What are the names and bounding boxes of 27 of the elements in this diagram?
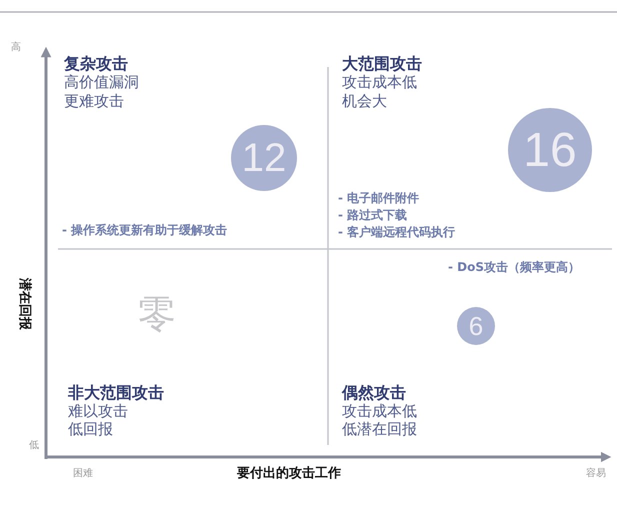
axis-title: 潜在回报: [16, 278, 31, 330]
count-circle: 6: [457, 307, 495, 345]
quadrant-heading: 非大范围攻击: [68, 384, 164, 402]
count-circle: 12: [231, 125, 297, 191]
quadrant-text: 更难攻击: [64, 93, 124, 110]
quadrant-text: 高价值漏洞: [64, 74, 139, 92]
scale-label: 低: [29, 440, 39, 452]
count-circle: 16: [508, 108, 592, 192]
quadrant-text: 攻击成本低: [342, 74, 417, 92]
bullet-item: - 电子邮件附件: [338, 192, 420, 206]
quadrant-text: 低回报: [68, 421, 113, 438]
quadrant-text: 难以攻击: [68, 403, 128, 420]
quadrant-heading: 复杂攻击: [64, 55, 128, 74]
scale-label: 高: [11, 42, 21, 54]
quadrant-heading: 偶然攻击: [342, 384, 406, 402]
quadrant-text: 攻击成本低: [342, 403, 417, 420]
bullet-item: - 客户端远程代码执行: [338, 226, 456, 240]
quadrant-text: 低潜在回报: [342, 421, 417, 438]
bullet-item: - 路过式下载: [338, 209, 408, 223]
scale-label: 容易: [586, 468, 606, 480]
scale-label: 困难: [73, 468, 93, 480]
bullet-item: - DoS攻击（频率更高）: [448, 261, 580, 275]
bullet-item: - 操作系统更新有助于缓解攻击: [62, 224, 228, 238]
quadrant-text: 机会大: [342, 93, 387, 110]
quadrant-heading: 大范围攻击: [342, 55, 422, 74]
axis-title: 要付出的攻击工作: [237, 467, 341, 482]
zero-mark: 零: [138, 293, 176, 337]
